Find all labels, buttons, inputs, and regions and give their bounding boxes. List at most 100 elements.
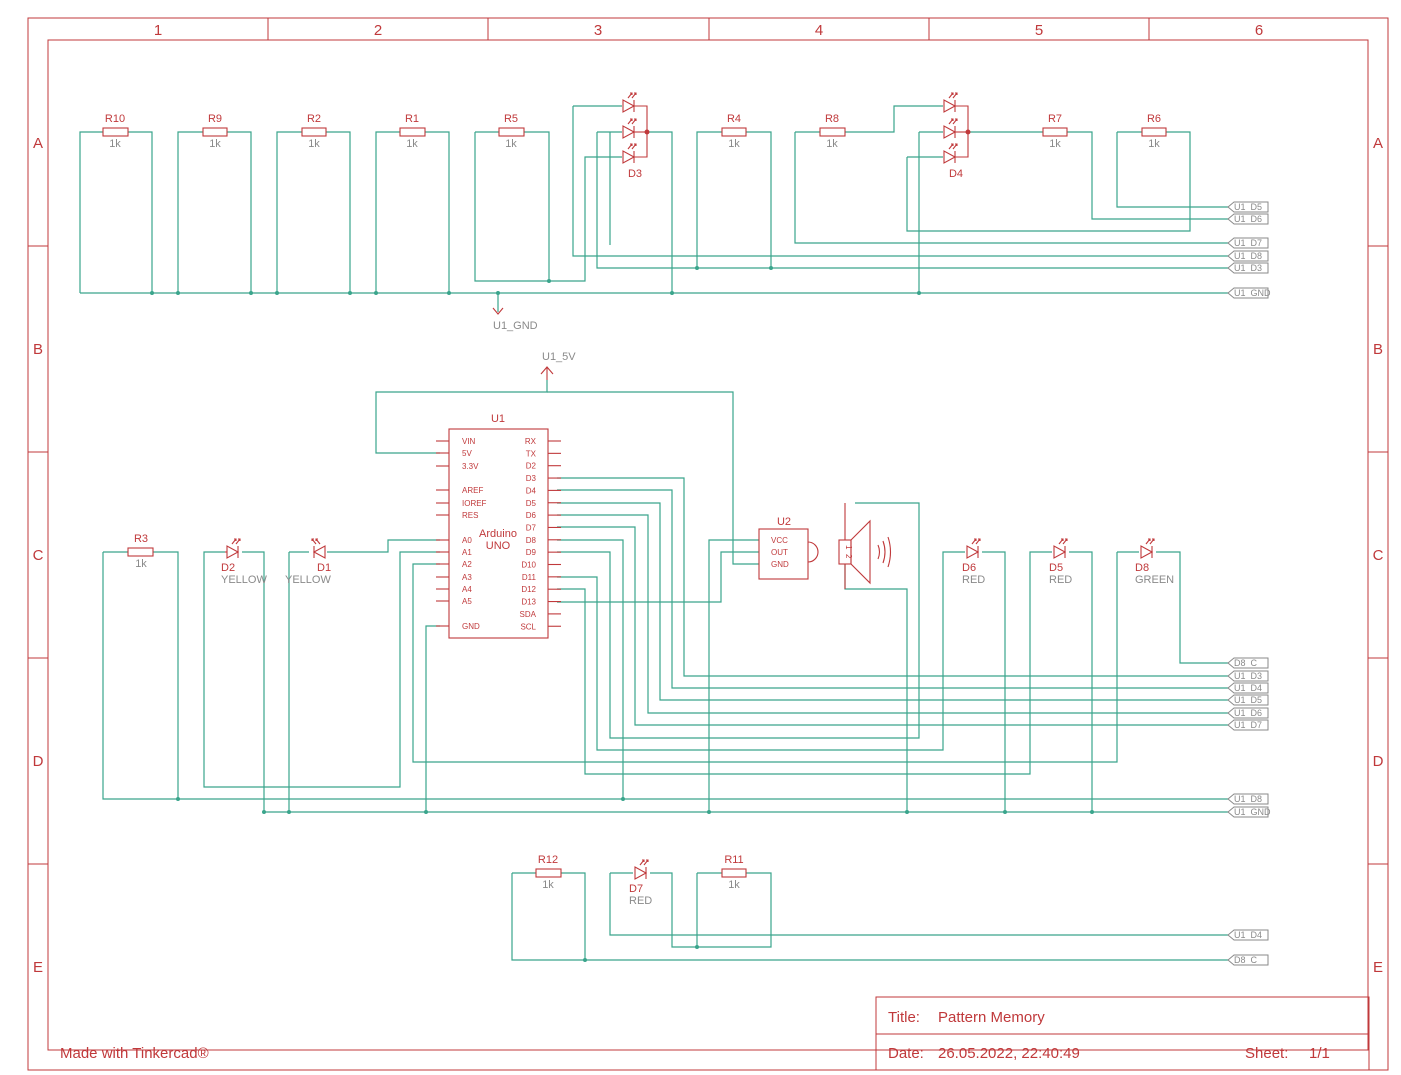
net-port-label: U1_D4 [1234, 683, 1262, 693]
r5-value: 1k [505, 138, 517, 150]
arduino-pin-label-vin: VIN [462, 437, 476, 446]
arduino-title-line1: Arduino [479, 528, 517, 540]
inner-frame [47, 39, 1369, 1051]
tinkercad-credit: Made with Tinkercad® [60, 1045, 209, 1062]
vcc-supply-symbol [540, 366, 554, 380]
wires-bottom [511, 872, 1228, 961]
arduino-pin-label-a3: A3 [462, 573, 472, 582]
vcc-supply-label: U1_5V [542, 351, 576, 363]
junctions-top [150, 266, 921, 295]
net-port-label: D8_C [1234, 955, 1258, 965]
net-port-label: U1_D7 [1234, 238, 1262, 248]
row-label-c-right: C [1373, 547, 1384, 564]
arduino-pin-label-sda: SDA [520, 610, 537, 619]
row-dividers [28, 245, 1388, 865]
net-port-label: U1_D7 [1234, 720, 1262, 730]
arduino-pin-label-d11: D11 [522, 573, 537, 582]
arduino-pin-label-aref: AREF [462, 486, 483, 495]
column-label-6: 6 [1255, 22, 1263, 39]
led-d3-label: D3 [628, 168, 642, 180]
net-port-flag [1227, 682, 1269, 694]
wires-middle [102, 380, 1228, 813]
net-port-label: U1_D4 [1234, 930, 1262, 940]
net-port-label: U1_GND [1234, 807, 1271, 817]
net-port-label: U1_D8 [1234, 251, 1262, 261]
row-label-c-left: C [33, 547, 44, 564]
row-label-a-left: A [33, 135, 43, 152]
net-port-flag [1227, 657, 1269, 669]
gnd-supply-symbol [492, 307, 504, 315]
r9-label: R9 [208, 113, 222, 125]
row-label-b-right: B [1373, 341, 1383, 358]
led-d3-symbol [622, 92, 650, 164]
u2-sensor-body [758, 528, 819, 580]
column-label-2: 2 [374, 22, 382, 39]
arduino-pin-label-a0: A0 [462, 536, 472, 545]
row-label-b-left: B [33, 341, 43, 358]
arduino-pin-label-d8: D8 [526, 536, 537, 545]
led-d1-symbol [311, 538, 326, 559]
resistor-bodies [102, 127, 1167, 878]
junctions-middle [176, 797, 1094, 814]
arduino-pin-label-scl: SCL [520, 622, 536, 631]
net-port-label: U1_D3 [1234, 263, 1262, 273]
buzzer-symbol [838, 503, 892, 589]
r10-value: 1k [109, 138, 121, 150]
net-port-flag [1227, 719, 1269, 731]
arduino-pin-label-d5: D5 [526, 499, 537, 508]
arduino-pin-label-d6: D6 [526, 511, 537, 520]
arduino-pins: VIN5V3.3VAREFIOREFRESA0A1A2A3A4A5GNDRXTX… [436, 437, 561, 631]
arduino-pin-label-d9: D9 [526, 548, 537, 557]
led-d5-color: RED [1049, 574, 1072, 586]
r8-label: R8 [825, 113, 839, 125]
led-d8-symbol [1140, 538, 1155, 559]
column-label-4: 4 [815, 22, 823, 39]
arduino-pin-label-d2: D2 [526, 462, 537, 471]
arduino-uno-body [448, 428, 549, 639]
led-d1-color: YELLOW [285, 574, 331, 586]
led-d6-label: D6 [962, 562, 976, 574]
row-label-d-left: D [33, 753, 44, 770]
net-port-label: U1_GND [1234, 288, 1271, 298]
arduino-pin-label-d10: D10 [521, 561, 536, 570]
r1-label: R1 [405, 113, 419, 125]
u2-pin-gnd: GND [771, 560, 789, 569]
led-d7-label: D7 [629, 883, 643, 895]
net-port-label: D8_C [1234, 658, 1258, 668]
row-label-d-right: D [1373, 753, 1384, 770]
row-label-e-left: E [33, 959, 43, 976]
net-port-flag [1227, 201, 1269, 213]
junctions-bottom [583, 945, 699, 962]
r6-label: R6 [1147, 113, 1161, 125]
arduino-pin-label-33v: 3.3V [462, 462, 479, 471]
led-d1-label: D1 [317, 562, 331, 574]
net-port-label: U1_D5 [1234, 202, 1262, 212]
r7-label: R7 [1048, 113, 1062, 125]
arduino-pin-label-tx: TX [526, 449, 537, 458]
net-port-flag [1227, 929, 1269, 941]
r2-label: R2 [307, 113, 321, 125]
r10-label: R10 [105, 113, 125, 125]
r12-value: 1k [542, 879, 554, 891]
r7-value: 1k [1049, 138, 1061, 150]
sheet-value: 1/1 [1309, 1045, 1330, 1062]
r8-value: 1k [826, 138, 838, 150]
buzzer-pin-1: 1 [844, 545, 853, 550]
arduino-pin-label-a2: A2 [462, 560, 472, 569]
net-port-label: U1_D3 [1234, 671, 1262, 681]
arduino-pin-label-d3: D3 [526, 474, 537, 483]
arduino-pin-label-gnd: GND [462, 622, 480, 631]
r3-value: 1k [135, 558, 147, 570]
r11-value: 1k [728, 879, 740, 891]
led-d6-color: RED [962, 574, 985, 586]
led-d5-symbol [1053, 538, 1068, 559]
net-port-flag [1227, 237, 1269, 249]
arduino-pin-label-a5: A5 [462, 597, 472, 606]
date-value: 26.05.2022, 22:40:49 [938, 1045, 1080, 1062]
led-d2-color: YELLOW [221, 574, 267, 586]
row-label-a-right: A [1373, 135, 1383, 152]
u2-pin-vcc: VCC [771, 536, 788, 545]
led-d7-color: RED [629, 895, 652, 907]
led-d2-label: D2 [221, 562, 235, 574]
